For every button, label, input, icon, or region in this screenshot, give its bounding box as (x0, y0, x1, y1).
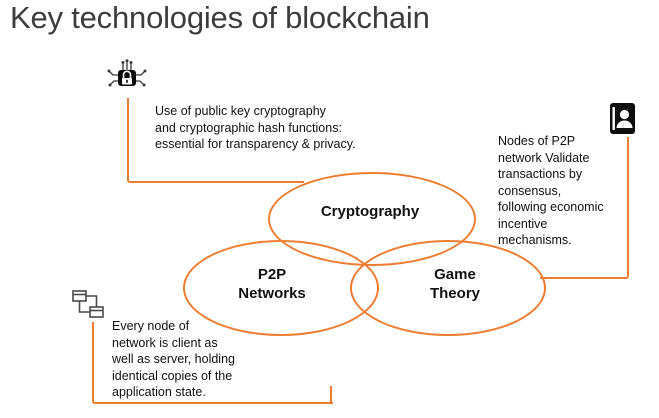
slide-title: Key technologies of blockchain (10, 0, 430, 35)
annotation-cryptography: Use of public key cryptography and crypt… (155, 104, 356, 151)
network-nodes-icon (70, 288, 106, 320)
connector-p2p (92, 322, 333, 404)
annotation-game-theory: Nodes of P2P network Validate transactio… (498, 134, 604, 247)
venn-label-game-theory: Game Theory (429, 266, 480, 302)
venn-label-cryptography: Cryptography (320, 203, 420, 220)
circuit-lock-icon (104, 58, 150, 98)
venn-label-p2p-networks: P2P Networks (238, 266, 306, 302)
connector-cryptography (127, 98, 304, 183)
connector-p2p-end (330, 386, 332, 402)
connector-game-theory (540, 137, 629, 279)
venn-ellipse-game-theory (350, 240, 546, 336)
address-book-icon (606, 101, 638, 137)
annotation-p2p-networks: Every node of network is client as well … (112, 319, 235, 399)
